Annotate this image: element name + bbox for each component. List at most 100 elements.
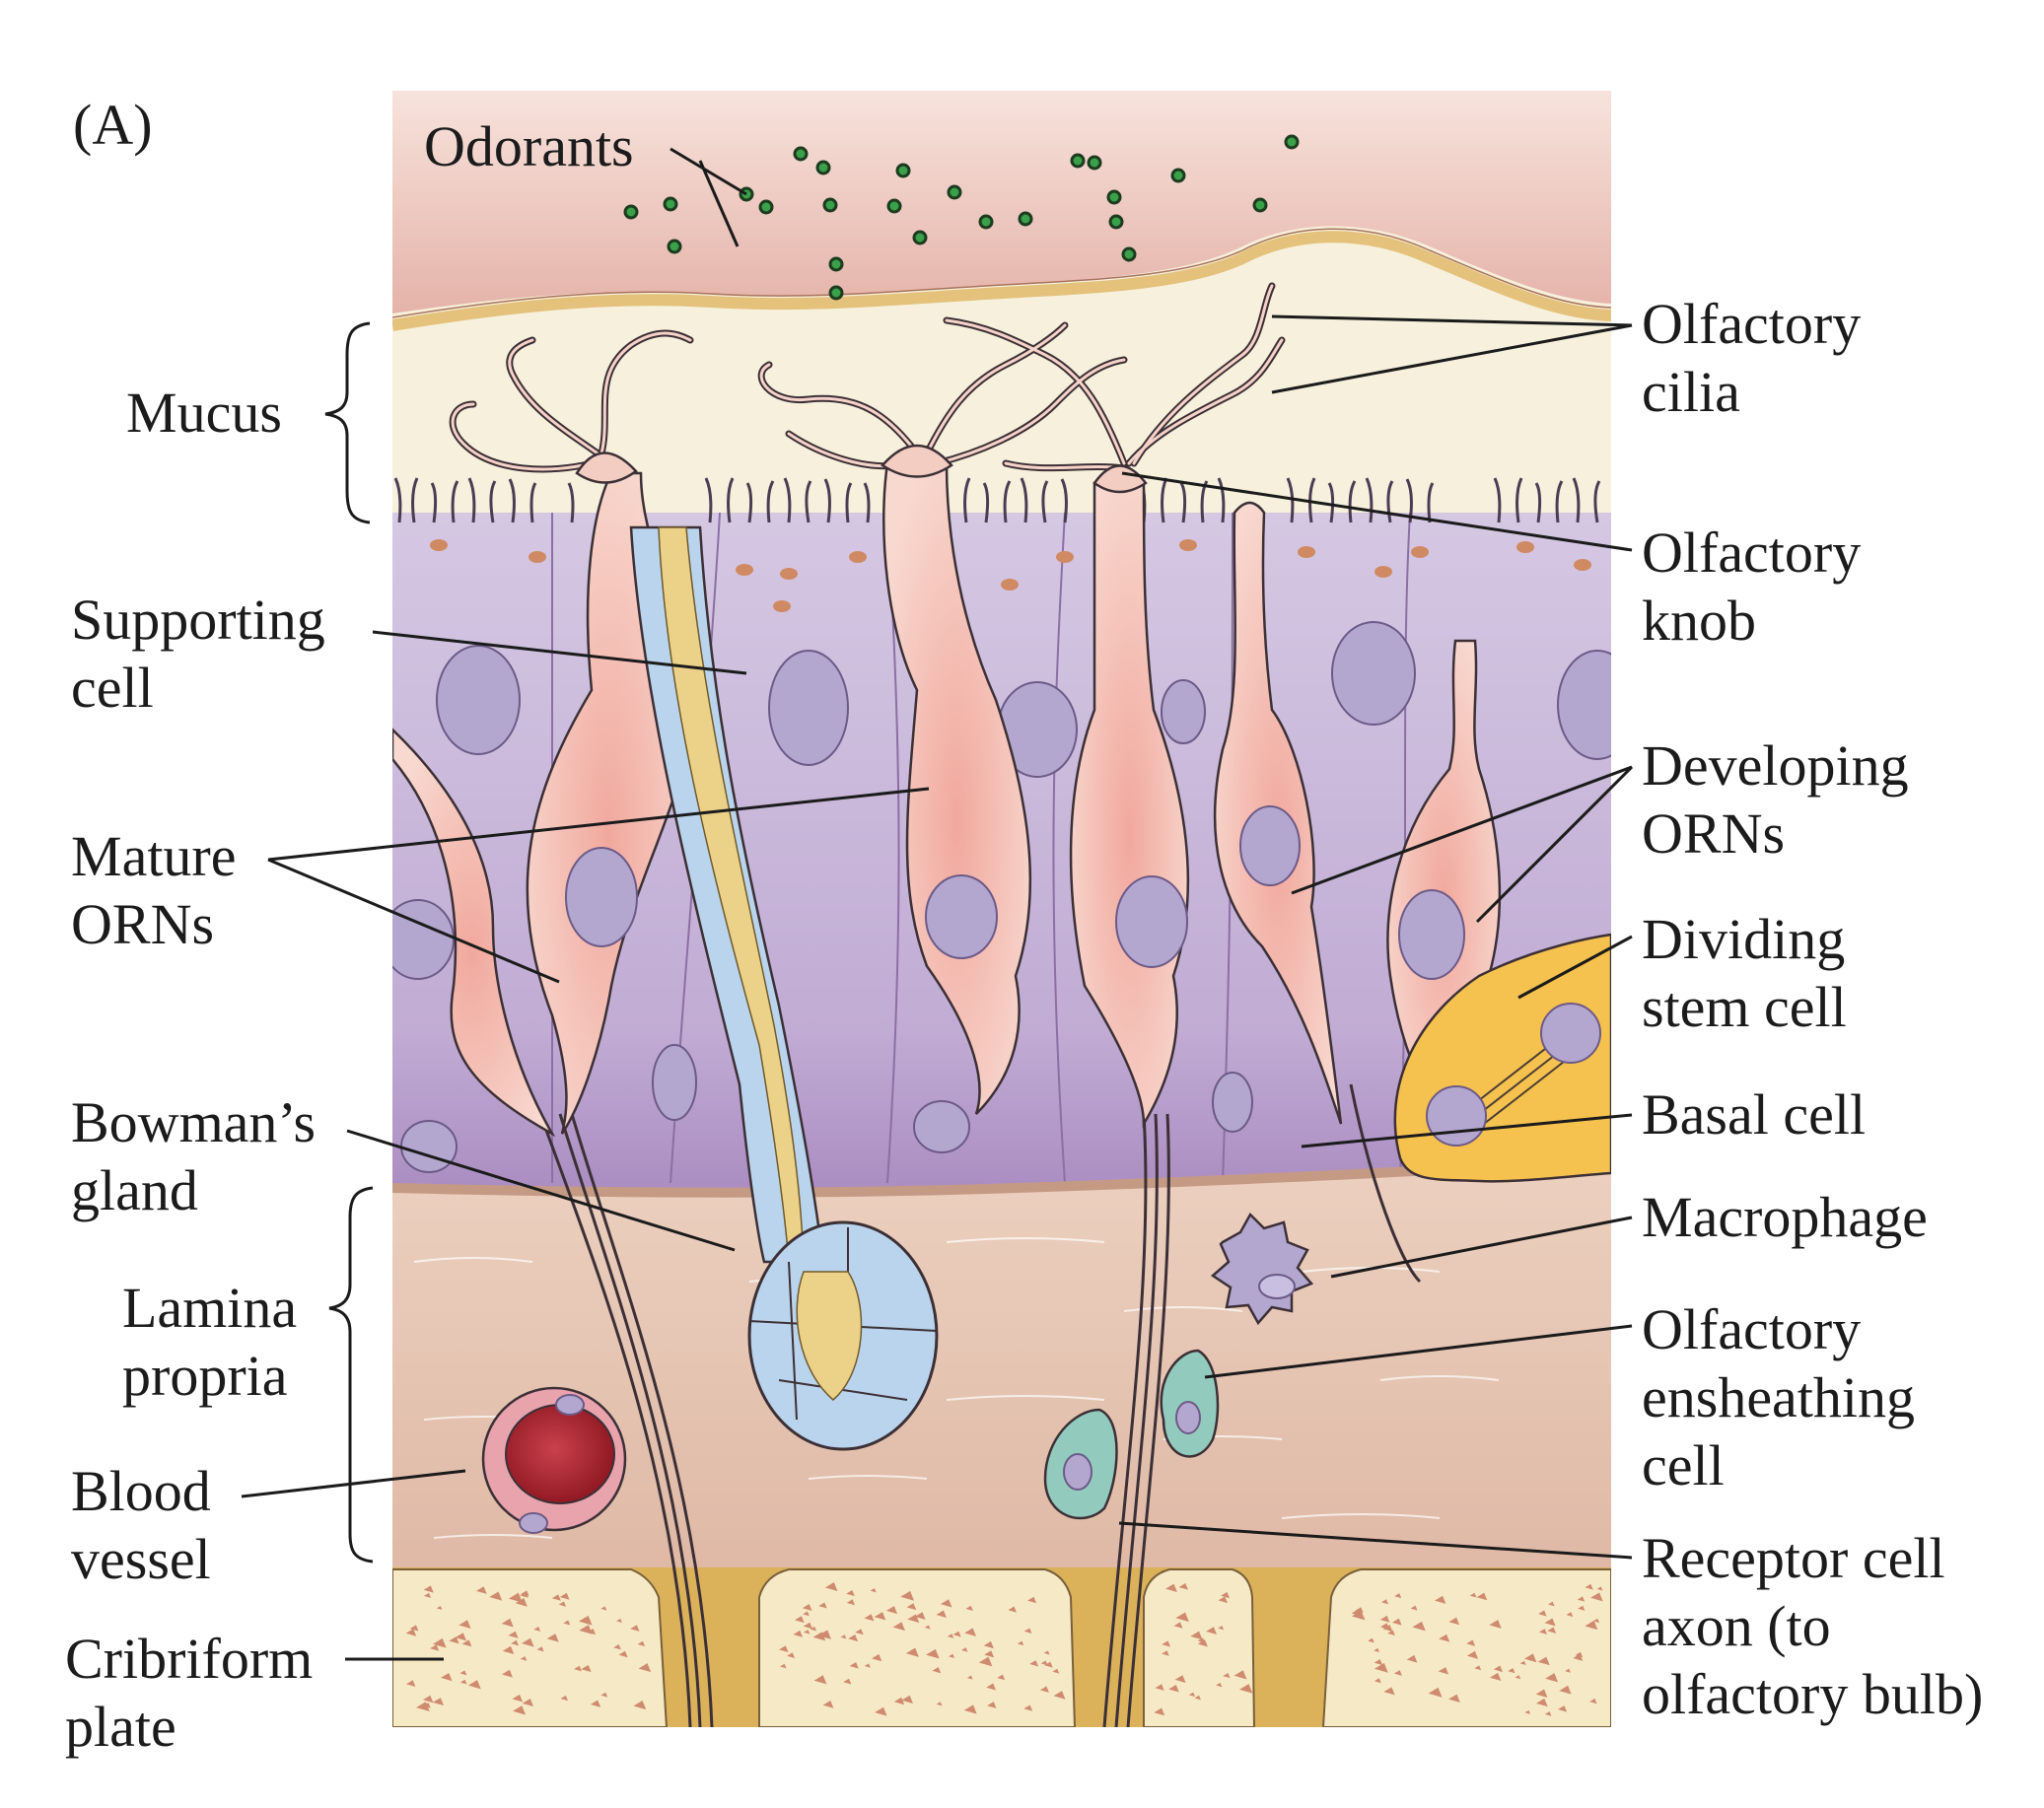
bone-spot [1027,1596,1037,1604]
bone-spot [810,1626,817,1632]
bone-spot [423,1703,431,1708]
bone-spot [1175,1612,1189,1623]
bone-spot [961,1647,968,1652]
bone-spot [1174,1675,1186,1684]
bone-spot [1043,1650,1050,1655]
bone-spot [893,1697,905,1705]
bone-spot [875,1706,887,1716]
bone-spot [406,1680,416,1688]
receptor-axons [538,1083,1422,1727]
odorant-molecules [623,134,1300,301]
bone-spot [870,1587,877,1593]
odorant-molecule [886,198,902,214]
bone-spot [822,1701,834,1708]
bone-spot [1194,1695,1201,1701]
panel-label: (A) [73,93,153,157]
bone-spot [817,1630,831,1639]
bone-spot [1223,1672,1231,1679]
bone-spot [638,1663,652,1673]
bone-spot [948,1653,955,1658]
bone-spot [613,1643,621,1650]
label-odorants: Odorants [424,114,634,178]
label-macrophage: Macrophage [1642,1185,1928,1249]
bone-spot [983,1640,994,1649]
odorant-molecule [623,204,639,220]
bone-spot [1374,1659,1383,1666]
bone-spot [1197,1639,1208,1647]
bone-spot [423,1592,432,1598]
label-basal-cell: Basal cell [1642,1082,1867,1147]
bone-spot [1380,1599,1389,1605]
bone-spot [1535,1689,1548,1698]
bone-spot [840,1634,847,1639]
odorant-molecule [828,285,844,301]
bone-spot [824,1581,838,1592]
bone-spot [1374,1678,1381,1684]
bowmans-gland [629,525,939,1451]
odorant-molecule [1108,214,1124,230]
bone-spot [520,1656,528,1661]
bone-spot [1238,1684,1253,1694]
bone-spot [813,1675,827,1685]
bone-spot [885,1606,898,1615]
bone-spot [1387,1630,1395,1636]
bone-spot [546,1634,559,1642]
supporting-cell-nuclei [392,621,1611,1173]
bone-spot [559,1592,570,1600]
bone-spot [914,1612,926,1620]
bone-spot [843,1678,852,1685]
bone-spot [818,1602,827,1609]
odorant-molecule [815,160,831,175]
odorant-molecule [1121,246,1137,262]
bone-spot [1168,1685,1179,1693]
bone-spot [802,1604,812,1611]
bone-spot [513,1705,527,1715]
bone-spots [405,1581,1603,1716]
bone-spot [892,1622,905,1632]
bone-spot [1374,1647,1379,1652]
bone-spot [405,1629,417,1636]
bone-spot [1493,1665,1503,1673]
bone-spot [1565,1668,1571,1673]
bone-spot [618,1650,628,1658]
bone-spot [901,1695,913,1704]
bone-spot [936,1610,947,1619]
bone-spot [864,1614,875,1622]
lamina-propria-brace [328,1186,374,1564]
bone-spot [630,1625,640,1632]
bone-spot [1469,1592,1477,1598]
bone-spot [874,1612,886,1621]
odorant-molecule [1106,189,1122,205]
bone-spot [905,1647,919,1657]
microvilli [393,477,1601,523]
bone-spot [1585,1620,1598,1631]
odorant-molecule [663,196,678,212]
bone-spot [455,1633,466,1641]
bone-spot [1566,1612,1574,1618]
odorant-molecule [1284,134,1300,150]
bone-spot [461,1639,472,1647]
mucus-layer [392,226,1611,552]
bone-spot [1547,1601,1555,1607]
bone-spot [409,1625,419,1632]
bone-spot [965,1605,973,1611]
bone-spot [987,1702,997,1708]
bone-spot [1023,1628,1032,1634]
bone-spot [794,1616,805,1624]
bone-spot [1466,1650,1479,1659]
odorant-molecule [978,214,994,230]
bone-spot [1178,1582,1188,1590]
odorant-molecule [1070,153,1086,169]
bone-spot [1428,1687,1443,1698]
macrophage [1210,1212,1314,1326]
basement-membrane [392,1161,1611,1569]
bone-spot [1508,1668,1515,1674]
bone-spot [1233,1670,1247,1680]
